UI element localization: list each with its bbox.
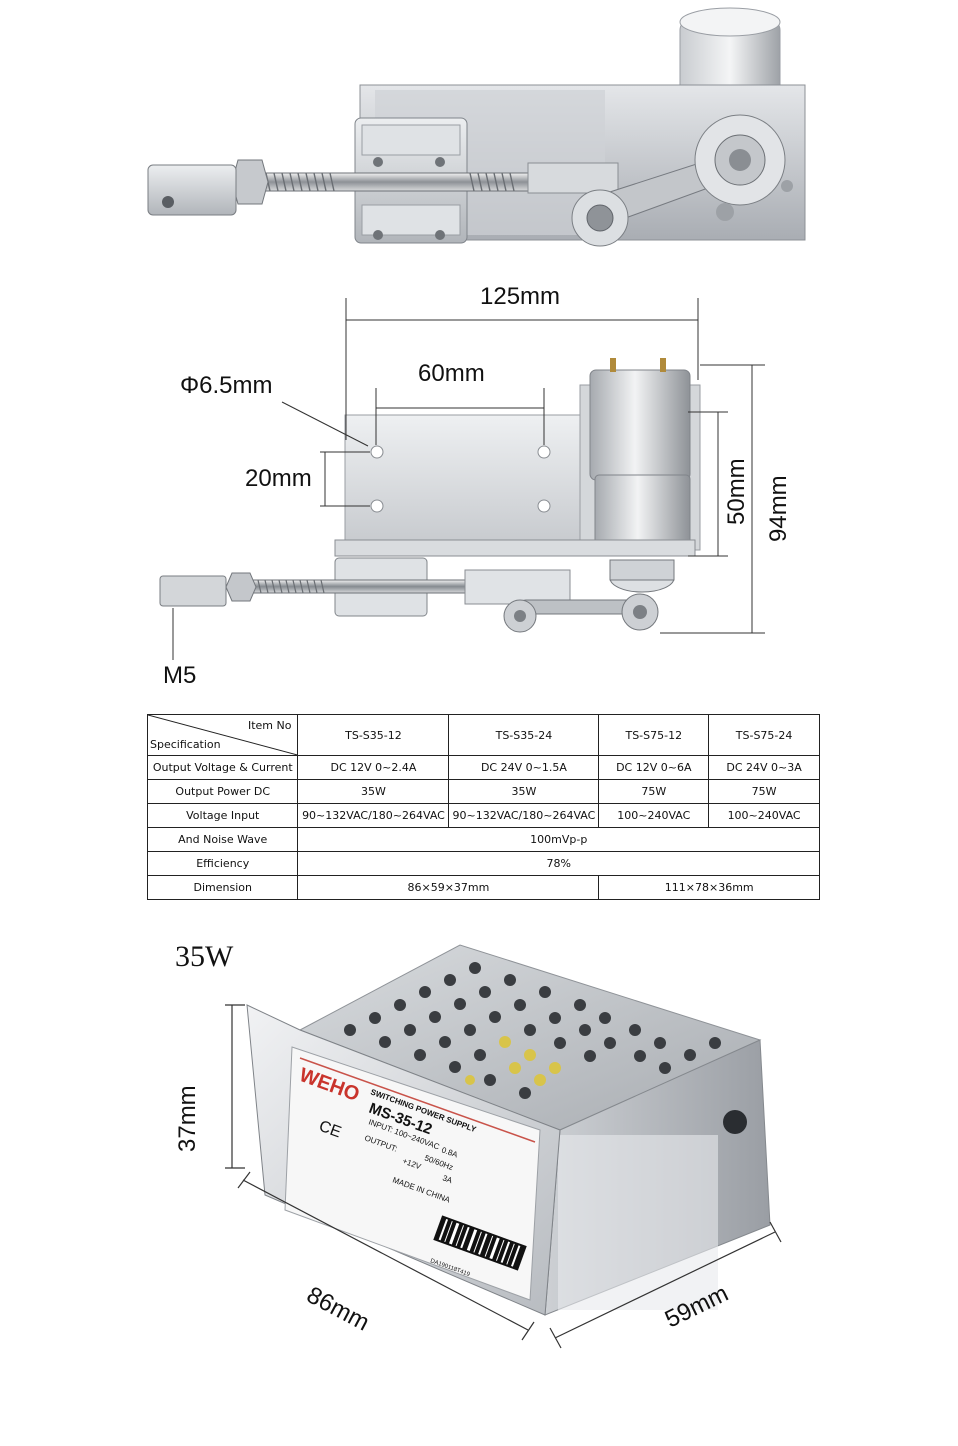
table-cell: 35W [448, 779, 600, 804]
dim-thread: M5 [163, 662, 197, 689]
model-header: TS-S75-12 [598, 714, 710, 756]
table-row: Output Voltage & Current DC 12V 0~2.4A D… [146, 755, 820, 780]
corner-spec-label: Specification [150, 738, 221, 751]
table-header-row: Item No Specification TS-S35-12 TS-S35-2… [146, 714, 820, 756]
table-cell: 100~240VAC [598, 803, 710, 828]
dim-hole-spacing-horizontal: 60mm [418, 360, 485, 387]
diagonal-divider [148, 715, 298, 755]
row-label: Voltage Input [146, 803, 299, 828]
row-label: And Noise Wave [146, 827, 299, 852]
psu-dim-height: 37mm [174, 1085, 201, 1152]
table-cell: 90~132VAC/180~264VAC [297, 803, 450, 828]
actuator-photo-top [147, 7, 806, 247]
spec-table: Item No Specification TS-S35-12 TS-S35-2… [146, 714, 820, 900]
power-supply-photo: WEHO SWITCHING POWER SUPPLY MS-35-12 INP… [133, 925, 833, 1387]
model-header: TS-S35-24 [448, 714, 600, 756]
row-label: Dimension [146, 875, 299, 900]
table-corner-cell: Item No Specification [146, 714, 299, 756]
table-cell: DC 24V 0~3A [708, 755, 820, 780]
dimension-drawing-art [159, 298, 765, 660]
table-row: Output Power DC 35W 35W 75W 75W [146, 779, 820, 804]
table-row: And Noise Wave 100mVp-p [146, 827, 820, 852]
label-ce-mark: CE [317, 1118, 344, 1142]
table-cell: 86×59×37mm [297, 875, 600, 900]
corner-item-label: Item No [247, 719, 292, 732]
dim-motor-height: 50mm [723, 458, 750, 525]
table-cell: 90~132VAC/180~264VAC [448, 803, 600, 828]
dim-hole-diameter: Φ6.5mm [180, 372, 273, 399]
table-cell: DC 24V 0~1.5A [448, 755, 600, 780]
dim-length-overall: 125mm [480, 283, 561, 310]
dim-hole-spacing-vertical: 20mm [245, 465, 312, 492]
table-cell: 78% [297, 851, 820, 876]
row-label: Output Voltage & Current [146, 755, 299, 780]
table-row: Efficiency 78% [146, 851, 820, 876]
table-row: Dimension 86×59×37mm 111×78×36mm [146, 875, 820, 900]
table-cell: DC 12V 0~6A [598, 755, 710, 780]
table-cell: 100mVp-p [297, 827, 820, 852]
table-cell: 75W [708, 779, 820, 804]
dim-height-overall: 94mm [765, 475, 792, 542]
table-cell: 111×78×36mm [598, 875, 820, 900]
table-cell: 100~240VAC [708, 803, 820, 828]
model-header: TS-S75-24 [708, 714, 820, 756]
table-row: Voltage Input 90~132VAC/180~264VAC 90~13… [146, 803, 820, 828]
table-cell: 35W [297, 779, 450, 804]
label-current-out: 3A [441, 1173, 454, 1185]
dimension-drawing: 125mm 60mm Φ6.5mm 20mm 50mm 94mm M5 [0, 270, 958, 690]
row-label: Efficiency [146, 851, 299, 876]
row-label: Output Power DC [146, 779, 299, 804]
table-cell: DC 12V 0~2.4A [297, 755, 450, 780]
model-header: TS-S35-12 [297, 714, 450, 756]
table-cell: 75W [598, 779, 710, 804]
psu-caption: 35W [175, 940, 234, 973]
